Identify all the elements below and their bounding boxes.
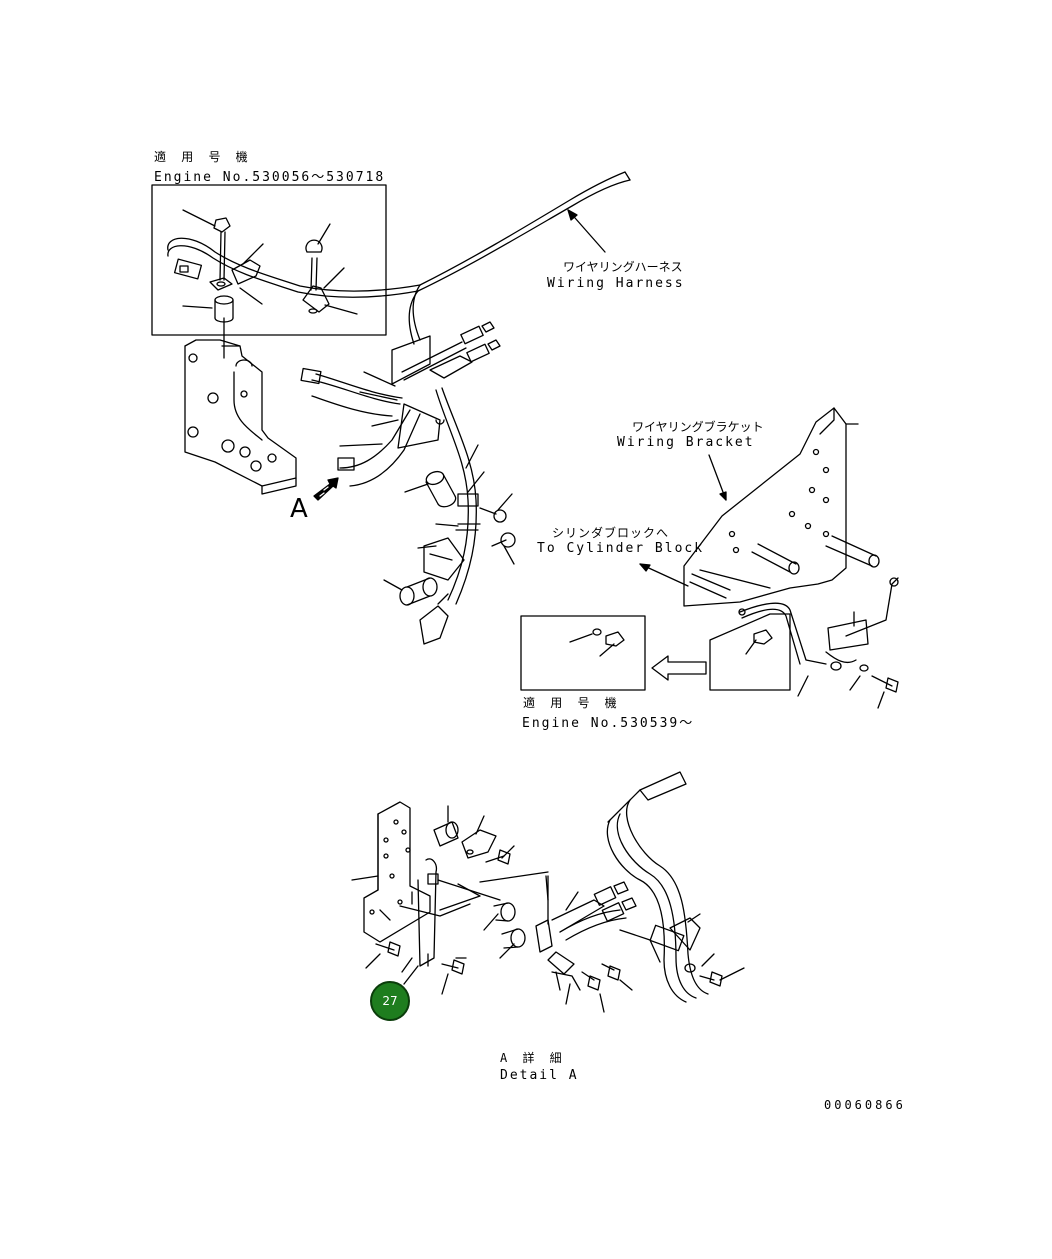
connector-icon [173,258,203,280]
view-marker-a: A [290,494,308,524]
spacer-icon [399,577,438,606]
arrow-icon [567,209,606,253]
spacer-icon [425,470,457,508]
bolt-icon [581,971,601,991]
clamp-icon [209,259,261,291]
cylinder-label-en: To Cylinder Block [537,541,705,556]
detail-title-jp: A 詳 細 [500,1051,566,1065]
bolt-icon [871,675,899,693]
drawing-number: 00060866 [824,1098,906,1112]
harness-label-jp: ワイヤリングハーネス [563,260,683,274]
right-inset-engine-range: Engine No.530539～ [522,716,695,731]
bracket-label-jp: ワイヤリングブラケット [632,420,764,434]
callout-leader [403,965,419,985]
right-inset-applicable-label: 適 用 号 機 [523,696,621,710]
top-inset-applicable-label: 適 用 号 機 [154,150,252,164]
wiring-bracket [639,407,899,709]
center-harness-assembly [300,321,516,645]
bracket-label-en: Wiring Bracket [617,435,755,450]
detail-a-drawing [351,771,745,1013]
bolt-icon [375,941,401,957]
callout-27[interactable]: 27 [370,981,410,1021]
mount-bracket [184,317,297,495]
top-inset-box [151,184,421,336]
bolt-icon [699,971,723,987]
arrow-icon [639,563,689,587]
detail-title-en: Detail A [500,1068,579,1083]
view-arrow-icon [313,477,339,501]
cylinder-label-jp: シリンダブロックへ [552,526,670,540]
bolt-icon [601,963,621,981]
harness-label-en: Wiring Harness [547,276,685,291]
spacer-icon [433,821,459,847]
right-inset-box [520,615,707,691]
bolt-icon [485,849,511,865]
clamp-icon [302,285,330,314]
bolt-icon [441,959,465,975]
spacer-icon [493,902,516,922]
arrow-icon [651,655,707,681]
bolt-icon [479,507,516,548]
bolt-icon [305,239,323,291]
top-inset-engine-range: Engine No.530056～530718 [154,170,386,185]
bolt-icon [213,217,231,281]
wiring-harness [408,171,631,345]
